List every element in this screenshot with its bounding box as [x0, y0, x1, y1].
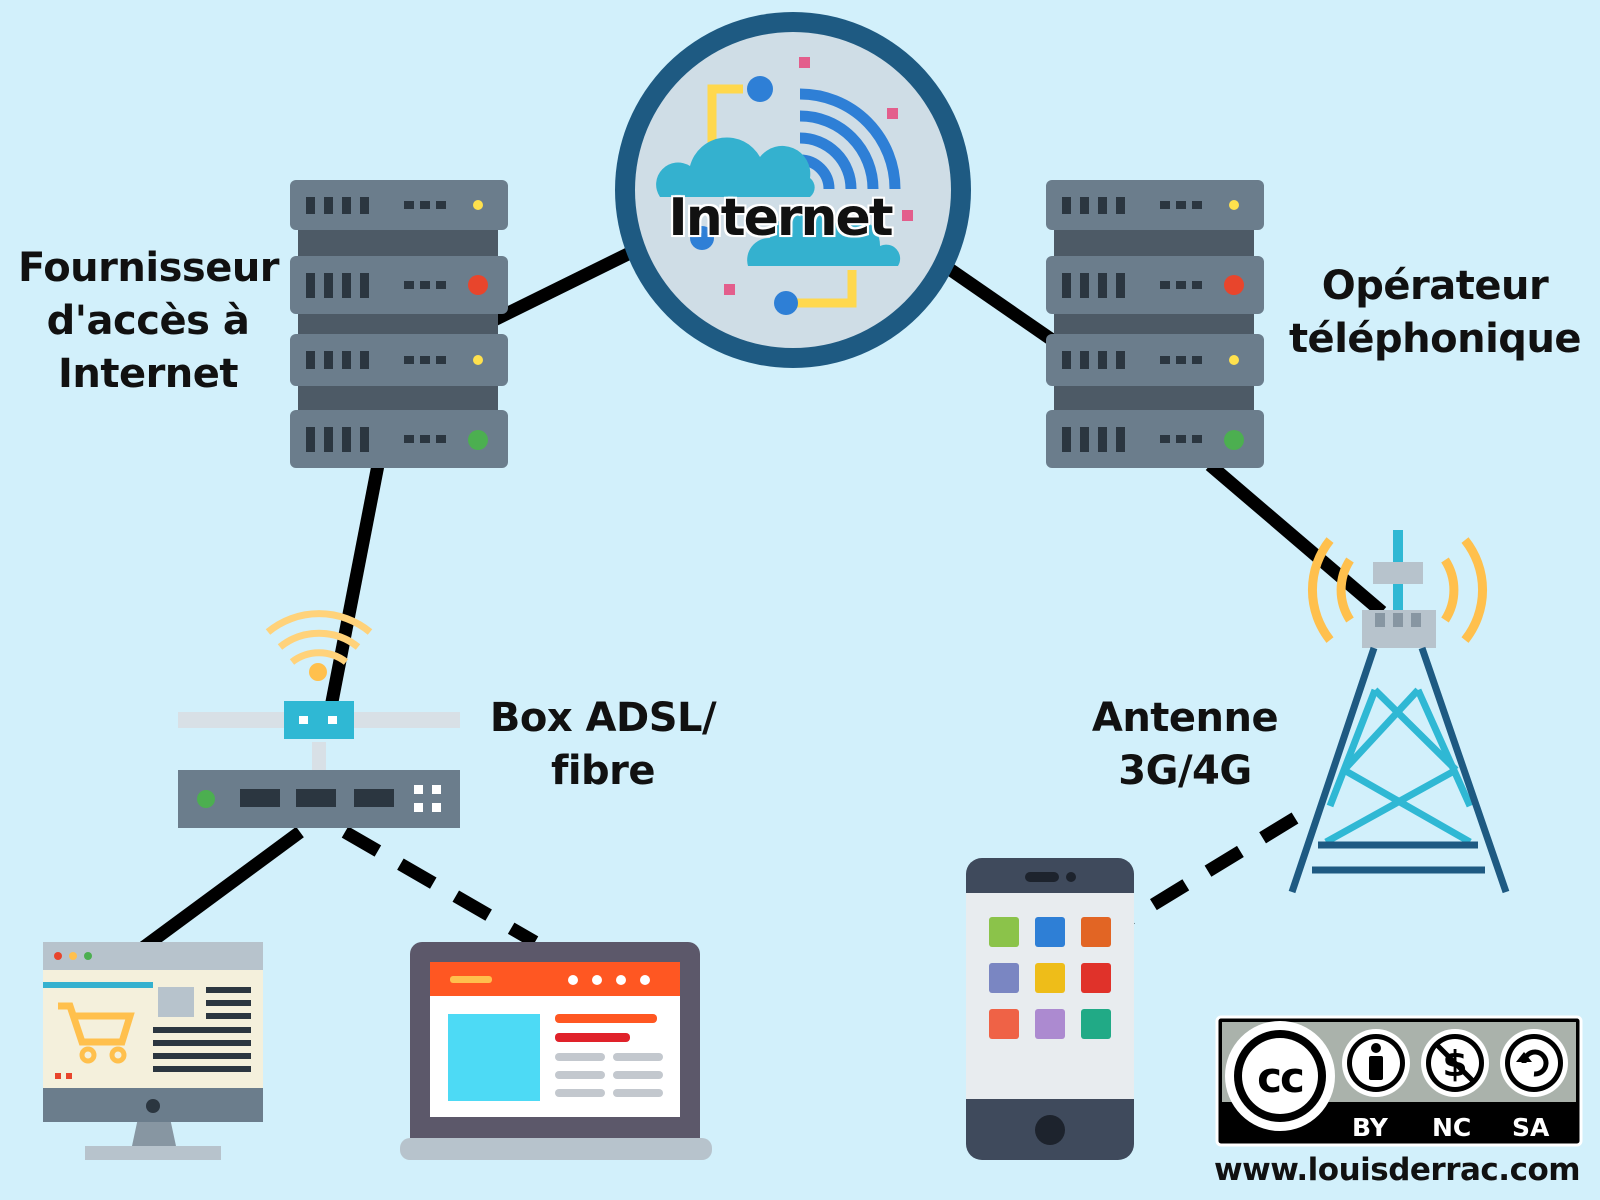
isp-server-icon	[290, 180, 508, 468]
operator-label-line1: Opérateur	[1321, 263, 1549, 309]
isp-label-line3: Internet	[57, 350, 239, 397]
antenna-label: Antenne 3G/4G	[1080, 692, 1290, 798]
box-label-line2: fibre	[550, 747, 656, 794]
operator-server-icon	[1046, 180, 1264, 468]
author-website-url: www.louisderrac.com	[1213, 1152, 1581, 1188]
isp-label-line1: Fournisseur	[18, 245, 280, 291]
laptop-icon	[400, 942, 712, 1160]
link-isp-internet	[487, 242, 643, 328]
link-antenna-phone	[1121, 812, 1299, 928]
operator-label-line2: téléphonique	[1288, 315, 1582, 362]
box-label: Box ADSL/ fibre	[478, 692, 728, 798]
box-label-line1: Box ADSL/	[489, 695, 717, 741]
desktop-computer-icon	[43, 942, 263, 1160]
internet-label: Internet	[668, 188, 893, 248]
cc-nc-label: NC	[1432, 1113, 1472, 1142]
svg-text:cc: cc	[1257, 1053, 1303, 1102]
link-box-desktop	[136, 826, 304, 956]
router-box-icon	[178, 610, 460, 828]
connections	[136, 242, 1387, 956]
smartphone-icon	[966, 858, 1134, 1160]
link-isp-box	[323, 463, 385, 714]
link-box-laptop	[341, 826, 539, 948]
antenna-label-line2: 3G/4G	[1118, 747, 1252, 794]
link-operator-antenna	[1205, 460, 1387, 617]
cc-license-badge: cc $	[1215, 1015, 1583, 1147]
internet-globe-icon	[615, 12, 971, 368]
isp-label-line2: d'accès à	[46, 297, 250, 344]
isp-label: Fournisseur d'accès à Internet	[18, 242, 280, 400]
cc-sa-label: SA	[1512, 1113, 1550, 1142]
operator-label: Opérateur téléphonique	[1285, 260, 1585, 366]
link-operator-internet	[944, 262, 1062, 350]
antenna-tower-icon	[1288, 530, 1510, 894]
antenna-label-line1: Antenne	[1091, 695, 1279, 741]
cc-by-label: BY	[1352, 1113, 1388, 1142]
